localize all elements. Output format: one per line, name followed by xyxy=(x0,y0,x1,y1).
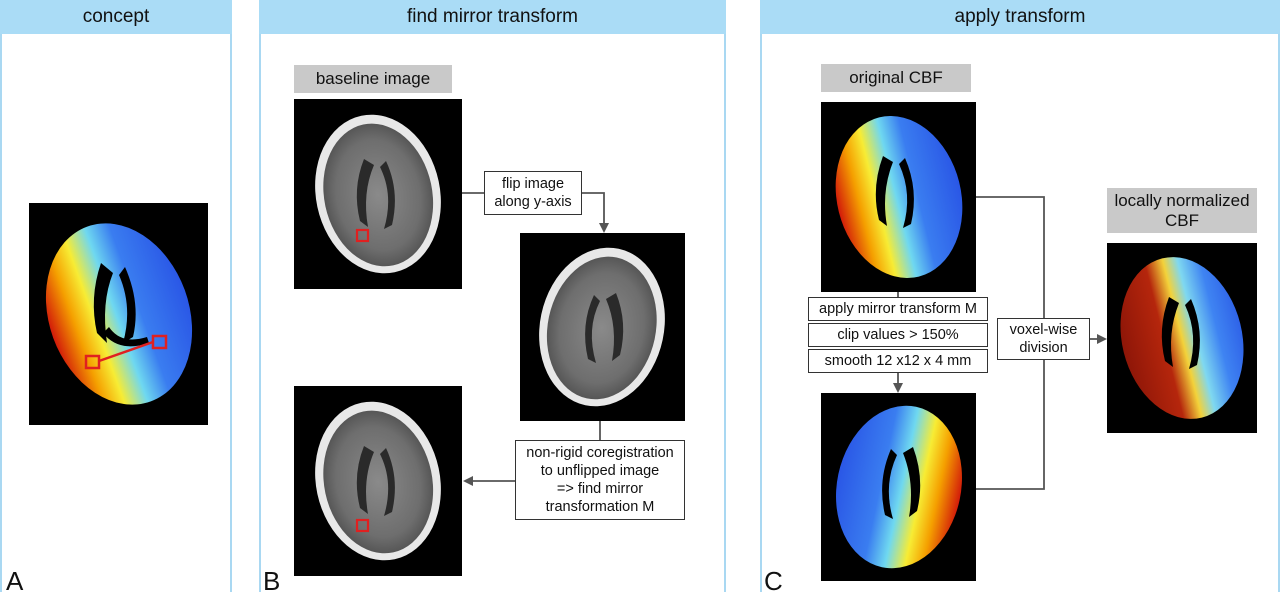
flip-step-line-1: flip image xyxy=(501,176,565,192)
coreg-step-line-3: => find mirror xyxy=(556,481,644,497)
voxel-wise-division-step: voxel-wise division xyxy=(997,318,1090,360)
panel-apply-transform: apply transform xyxy=(760,0,1280,592)
panel-letter-b: B xyxy=(263,566,281,596)
panel-letter-c: C xyxy=(764,566,783,596)
normalized-cbf-label: locally normalized CBF xyxy=(1107,188,1257,233)
panel-concept: concept xyxy=(0,0,232,592)
registered-ct-image xyxy=(294,386,462,576)
baseline-ct-image xyxy=(294,99,462,289)
apply-mirror-step: apply mirror transform M xyxy=(808,297,988,321)
flip-step-line-2: along y-axis xyxy=(494,194,572,210)
normalized-cbf-image xyxy=(1107,243,1257,433)
panel-apply-transform-title: apply transform xyxy=(760,0,1280,34)
voxel-step-line-1: voxel-wise xyxy=(1009,322,1078,338)
coreg-step-line-4: transformation M xyxy=(545,499,655,515)
original-cbf-image xyxy=(821,102,976,292)
flipped-ct-image xyxy=(520,233,685,421)
coreg-step-line-1: non-rigid coregistration xyxy=(526,445,674,461)
panel-find-mirror-title: find mirror transform xyxy=(259,0,726,34)
panel-concept-title: concept xyxy=(0,0,232,34)
panel-letter-a: A xyxy=(6,566,24,596)
mirrored-cbf-image xyxy=(821,393,976,581)
coregistration-step: non-rigid coregistration to unflipped im… xyxy=(515,440,685,520)
baseline-image-label: baseline image xyxy=(294,65,452,93)
normalized-label-line-2: CBF xyxy=(1165,210,1199,230)
original-cbf-label: original CBF xyxy=(821,64,971,92)
smooth-step: smooth 12 x12 x 4 mm xyxy=(808,349,988,373)
flip-image-step: flip image along y-axis xyxy=(484,171,582,215)
clip-values-step: clip values > 150% xyxy=(808,323,988,347)
normalized-label-line-1: locally normalized xyxy=(1114,190,1250,210)
voxel-step-line-2: division xyxy=(1019,340,1068,356)
concept-cbf-image xyxy=(29,203,208,425)
panel-find-mirror: find mirror transform xyxy=(259,0,726,592)
coreg-step-line-2: to unflipped image xyxy=(540,463,660,479)
